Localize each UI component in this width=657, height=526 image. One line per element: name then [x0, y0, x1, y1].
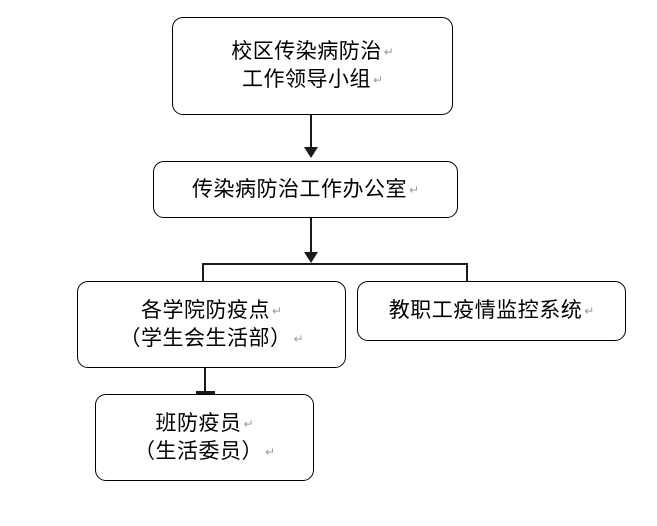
node-staff-monitoring-system[interactable]: 教职工疫情监控系统↵: [357, 281, 626, 341]
pilcrow-mark: ↵: [243, 416, 254, 431]
pilcrow-mark: ↵: [271, 303, 283, 318]
node-office-line-1: 传染病防治工作办公室↵: [191, 176, 420, 201]
connector-college-to-class: [204, 368, 206, 395]
node-class-prevention-officer[interactable]: 班防疫员↵ （生活委员）↵: [95, 394, 314, 481]
pilcrow-mark: ↵: [584, 304, 595, 319]
node-leadership-line-2: 工作领导小组↵: [241, 67, 384, 91]
connector-office-to-bus: [310, 218, 312, 254]
pilcrow-mark: ↵: [372, 73, 384, 88]
node-prevention-office[interactable]: 传染病防治工作办公室↵: [153, 161, 458, 218]
pilcrow-mark: ↵: [408, 182, 420, 197]
node-college-line-1: 各学院防疫点↵: [140, 297, 283, 322]
pilcrow-mark: ↵: [264, 444, 276, 459]
node-class-line-2: （生活委员）↵: [133, 438, 276, 463]
node-college-line-2: （学生会生活部）↵: [119, 325, 304, 350]
arrowhead-leadership-to-office: [304, 147, 318, 158]
node-college-prevention-point[interactable]: 各学院防疫点↵ （学生会生活部）↵: [77, 281, 346, 368]
connector-tee-cap: [196, 391, 215, 394]
node-class-line-1: 班防疫员↵: [155, 410, 254, 435]
connector-leadership-to-office: [310, 115, 312, 149]
pilcrow-mark: ↵: [383, 45, 394, 60]
connector-bus-to-college: [202, 263, 204, 282]
node-leadership-group[interactable]: 校区传染病防治↵ 工作领导小组↵: [172, 17, 453, 115]
connector-horizontal-bus: [202, 263, 468, 265]
connector-bus-to-staff: [466, 263, 468, 282]
node-leadership-line-1: 校区传染病防治↵: [231, 39, 394, 64]
node-staff-line-1: 教职工疫情监控系统↵: [388, 298, 595, 323]
arrowhead-office-to-bus: [304, 252, 318, 263]
pilcrow-mark: ↵: [293, 331, 304, 346]
